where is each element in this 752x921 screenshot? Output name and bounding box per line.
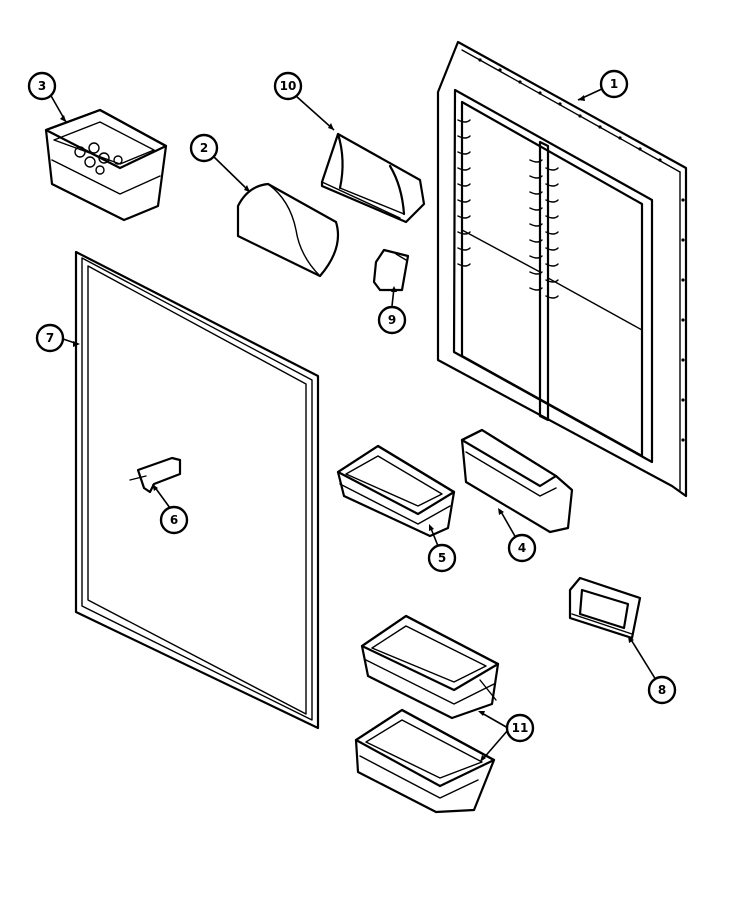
door-bin-lower bbox=[354, 708, 496, 814]
callout-5-label: 5 bbox=[438, 551, 446, 565]
callout-4: 4 bbox=[507, 533, 537, 563]
leader-lines bbox=[49, 87, 657, 762]
callout-11: 11 bbox=[505, 713, 535, 743]
dairy-bin bbox=[44, 108, 168, 222]
callout-9: 9 bbox=[377, 305, 407, 335]
callout-3: 3 bbox=[27, 71, 57, 101]
callout-7-label: 7 bbox=[46, 331, 54, 345]
callout-3-label: 3 bbox=[38, 79, 46, 93]
small-cover bbox=[372, 248, 410, 292]
callout-7: 7 bbox=[35, 323, 65, 353]
cam-clip bbox=[129, 456, 182, 494]
callout-10: 10 bbox=[273, 71, 303, 101]
shelf-retainers-left bbox=[457, 119, 559, 299]
callout-10-label: 10 bbox=[280, 79, 297, 93]
dairy-door bbox=[236, 182, 340, 278]
badge bbox=[568, 576, 642, 640]
callout-2: 2 bbox=[189, 133, 219, 163]
callout-11-label: 11 bbox=[512, 721, 529, 735]
dairy-housing bbox=[320, 132, 426, 224]
callout-8: 8 bbox=[647, 675, 677, 705]
door-bin-upper bbox=[360, 614, 500, 720]
callout-1: 1 bbox=[599, 69, 629, 99]
callout-4-label: 4 bbox=[518, 541, 526, 555]
door-gasket bbox=[74, 250, 320, 730]
mounting-screw-holes bbox=[478, 58, 685, 442]
door-bin-small bbox=[336, 444, 456, 538]
door-rack bbox=[460, 428, 574, 534]
callout-2-label: 2 bbox=[200, 141, 208, 155]
callout-1-label: 1 bbox=[610, 77, 618, 91]
door-liner-panel bbox=[436, 40, 688, 498]
callout-6-label: 6 bbox=[170, 513, 178, 527]
callout-9-label: 9 bbox=[388, 313, 396, 327]
callout-5: 5 bbox=[427, 543, 457, 573]
callout-8-label: 8 bbox=[658, 683, 666, 697]
callout-6: 6 bbox=[159, 505, 189, 535]
